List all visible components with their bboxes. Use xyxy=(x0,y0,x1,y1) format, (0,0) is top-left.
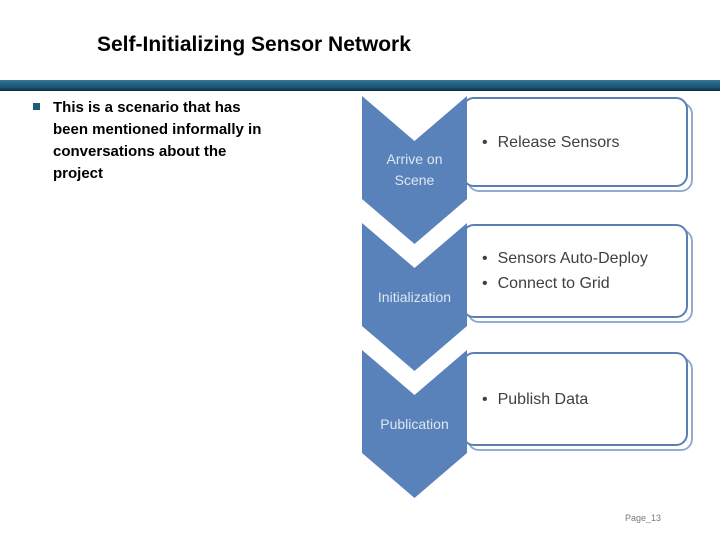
chevron-initialization: Initialization xyxy=(362,223,467,371)
bullet-dot-icon: • xyxy=(482,275,488,292)
content-box-initialization: • Sensors Auto-Deploy • Connect to Grid xyxy=(462,224,688,318)
list-item: • Sensors Auto-Deploy xyxy=(482,246,680,271)
body-bullet-item: This is a scenario that has been mention… xyxy=(33,97,261,185)
chevron-label: Publication xyxy=(380,415,449,432)
chevron-publication: Publication xyxy=(362,350,467,498)
slide-title: Self-Initializing Sensor Network xyxy=(97,33,411,56)
square-bullet-icon xyxy=(33,103,40,110)
bullet-dot-icon: • xyxy=(482,133,488,151)
footer-page-number: Page_13 xyxy=(625,513,662,523)
content-box-list: • Sensors Auto-Deploy • Connect to Grid xyxy=(482,246,680,296)
list-item-text: Release Sensors xyxy=(497,133,620,151)
list-item: • Publish Data xyxy=(482,387,680,412)
list-item-text: Sensors Auto-Deploy xyxy=(497,250,648,267)
list-item: • Connect to Grid xyxy=(482,271,680,296)
chevron-arrive-on-scene: Arrive on Scene xyxy=(362,96,467,244)
chevron-label: Arrive on Scene xyxy=(386,151,443,188)
content-box-publication: • Publish Data xyxy=(462,352,688,446)
list-item-text: Publish Data xyxy=(497,390,589,408)
bullet-dot-icon: • xyxy=(482,390,488,408)
content-box-list: • Release Sensors xyxy=(482,130,680,155)
bullet-dot-icon: • xyxy=(482,250,488,267)
list-item: • Release Sensors xyxy=(482,130,680,155)
content-box-arrive-on-scene: • Release Sensors xyxy=(462,97,688,187)
content-box-list: • Publish Data xyxy=(482,387,680,412)
list-item-text: Connect to Grid xyxy=(497,275,610,292)
title-divider-bar xyxy=(0,80,720,91)
body-bullet-text: This is a scenario that has been mention… xyxy=(53,99,262,182)
chevron-label: Initialization xyxy=(377,288,452,305)
